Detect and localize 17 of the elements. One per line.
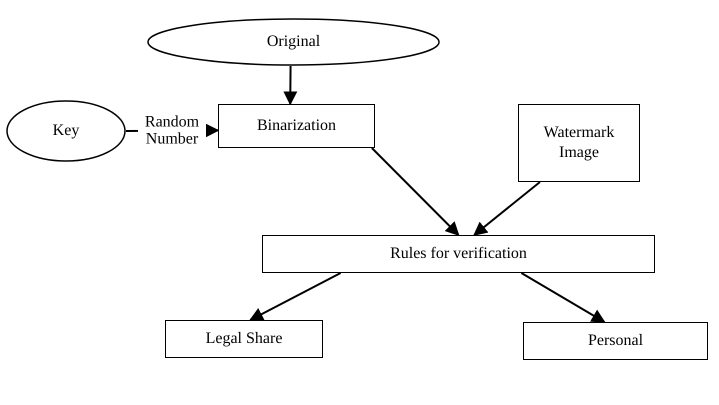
node-label: Rules for verification [390, 244, 527, 264]
node-label: Watermark Image [542, 123, 616, 163]
node-label: Binarization [256, 116, 336, 136]
arrow [283, 66, 298, 106]
process-box [518, 104, 640, 182]
arrow [371, 147, 460, 236]
arrow [249, 272, 342, 321]
arrow [473, 181, 541, 236]
node-label: Key [52, 121, 80, 141]
process-box [218, 104, 375, 148]
node-label: Original [266, 32, 320, 52]
node-label: Personal [588, 331, 644, 351]
process-box [523, 322, 708, 360]
process-box [165, 320, 323, 358]
node-label: Legal Share [206, 329, 282, 349]
arrow [520, 272, 606, 323]
process-box [262, 235, 655, 273]
